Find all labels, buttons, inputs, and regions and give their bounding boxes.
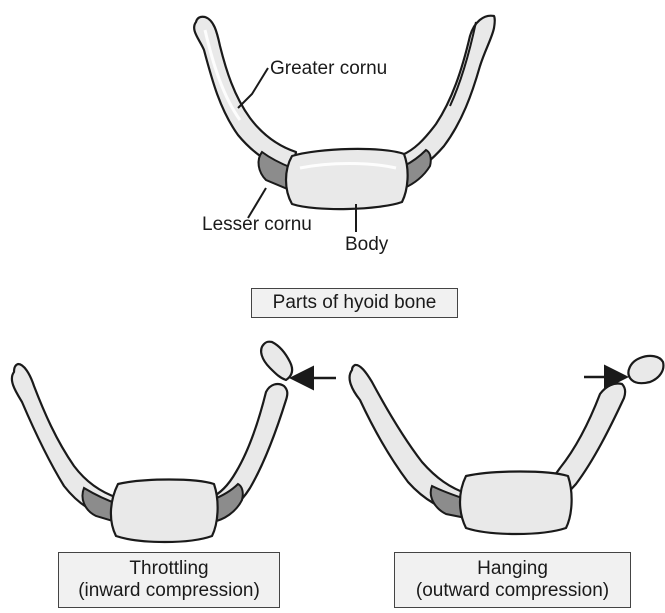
hanging-broken-tip (628, 356, 663, 383)
hanging-body (460, 472, 572, 535)
caption-parts-text: Parts of hyoid bone (252, 292, 457, 314)
label-greater-cornu: Greater cornu (270, 58, 387, 80)
greater-cornu-leader (238, 68, 268, 108)
throttling-broken-tip (261, 342, 292, 380)
caption-throttling-line1: Throttling (59, 558, 279, 580)
hyoid-normal (194, 16, 495, 209)
caption-parts-of-hyoid-bone: Parts of hyoid bone (251, 288, 458, 318)
label-body: Body (345, 234, 388, 256)
right-greater-cornu (402, 16, 495, 176)
caption-hanging-line1: Hanging (395, 558, 630, 580)
left-greater-cornu (194, 17, 296, 172)
hyoid-body (286, 149, 408, 209)
hyoid-hanging (350, 356, 664, 534)
caption-hanging-line2: (outward compression) (395, 580, 630, 602)
caption-throttling-line2: (inward compression) (59, 580, 279, 602)
caption-throttling: Throttling (inward compression) (58, 552, 280, 608)
throttling-body (111, 480, 218, 543)
hyoid-throttling (12, 342, 292, 542)
caption-hanging: Hanging (outward compression) (394, 552, 631, 608)
label-lesser-cornu: Lesser cornu (202, 214, 312, 236)
